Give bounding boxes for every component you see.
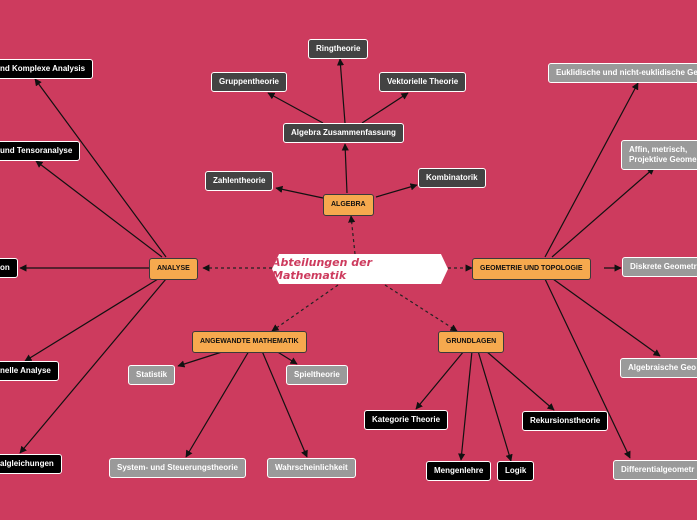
link-geometrie-algebraisch <box>552 278 661 357</box>
subtopic-rekursionstheorie[interactable]: Rekursionstheorie <box>522 411 609 431</box>
link-central-grundlagen <box>384 284 458 332</box>
subtopic-affin-projektive-geometrie[interactable]: Affin, metrisch, Projektive Geome <box>621 140 697 170</box>
subtopic-funktionelle-analyse[interactable]: nelle Analyse <box>0 361 59 381</box>
link-algebra-zusammenfassung <box>341 143 349 194</box>
subtopic-spieltheorie[interactable]: Spieltheorie <box>286 365 348 385</box>
link-angewandte-statistik <box>177 350 226 368</box>
subtopic-algebraische-geometrie[interactable]: Algebraische Geo <box>620 358 697 378</box>
link-analyse-komplexe <box>34 78 167 258</box>
topic-algebra[interactable]: ALGEBRA <box>323 194 374 216</box>
link-zusammenfassung-vektorielle <box>361 92 409 124</box>
subtopic-diskrete-geometrie[interactable]: Diskrete Geometr <box>622 257 697 277</box>
link-zusammenfassung-ringtheorie <box>336 58 346 124</box>
subtopic-algebra-zusammenfassung[interactable]: Algebra Zusammenfassung <box>283 123 404 143</box>
link-grundlagen-logik <box>477 350 513 462</box>
link-analyse-funktional <box>24 278 159 362</box>
subtopic-mengenlehre[interactable]: Mengenlehre <box>426 461 492 481</box>
link-zusammenfassung-gruppentheorie <box>267 92 324 124</box>
link-geometrie-affin <box>551 167 655 258</box>
affin-line-2: Projektive Geome <box>629 155 697 164</box>
subtopic-kombinatorik[interactable]: Kombinatorik <box>418 168 486 188</box>
link-analyse-tensor <box>35 160 163 258</box>
subtopic-analyse-partial[interactable]: on <box>0 258 18 278</box>
subtopic-kategorie-theorie[interactable]: Kategorie Theorie <box>364 410 449 430</box>
subtopic-tensoranalyse[interactable]: und Tensoranalyse <box>0 141 81 161</box>
topic-geometrie-und-topologie[interactable]: GEOMETRIE UND TOPOLOGIE <box>472 258 591 280</box>
topic-grundlagen[interactable]: GRUNDLAGEN <box>438 331 505 353</box>
subtopic-zahlentheorie[interactable]: Zahlentheorie <box>205 171 274 191</box>
link-algebra-kombinatorik <box>375 183 418 198</box>
link-grundlagen-mengenlehre <box>458 350 473 461</box>
link-central-algebra <box>348 215 356 255</box>
link-angewandte-wahrscheinlichkeit <box>261 350 308 458</box>
link-geometrie-euklidisch <box>544 82 639 258</box>
subtopic-ringtheorie[interactable]: Ringtheorie <box>308 39 369 59</box>
subtopic-gruppentheorie[interactable]: Gruppentheorie <box>211 72 288 92</box>
subtopic-vektorielle-theorie[interactable]: Vektorielle Theorie <box>379 72 467 92</box>
link-central-angewandte <box>271 284 339 332</box>
link-grundlagen-kategorie <box>415 350 465 410</box>
topic-angewandte-mathematik[interactable]: ANGEWANDTE MATHEMATIK <box>192 331 307 353</box>
subtopic-system-und-steuerungstheorie[interactable]: System- und Steuerungstheorie <box>109 458 246 478</box>
subtopic-euklidische-geometrie[interactable]: Euklidische und nicht-euklidische Ge <box>548 63 697 83</box>
topic-analyse[interactable]: ANALYSE <box>149 258 198 280</box>
subtopic-differentialgeometrie[interactable]: Differentialgeometr <box>613 460 697 480</box>
link-grundlagen-rekursion <box>485 350 555 411</box>
link-algebra-zahlentheorie <box>275 185 324 199</box>
subtopic-komplexe-analysis[interactable]: nd Komplexe Analysis <box>0 59 94 79</box>
subtopic-differentialgleichungen[interactable]: algleichungen <box>0 454 62 474</box>
central-topic[interactable]: Abteilungen der Mathematik <box>272 254 448 284</box>
subtopic-wahrscheinlichkeit[interactable]: Wahrscheinlichkeit <box>267 458 356 478</box>
link-geometrie-differential <box>544 278 631 459</box>
link-angewandte-spieltheorie <box>275 350 298 365</box>
subtopic-logik[interactable]: Logik <box>497 461 535 481</box>
subtopic-statistik[interactable]: Statistik <box>128 365 176 385</box>
affin-line-1: Affin, metrisch, <box>629 145 688 154</box>
link-angewandte-system <box>185 350 250 458</box>
link-analyse-differential <box>19 278 167 454</box>
